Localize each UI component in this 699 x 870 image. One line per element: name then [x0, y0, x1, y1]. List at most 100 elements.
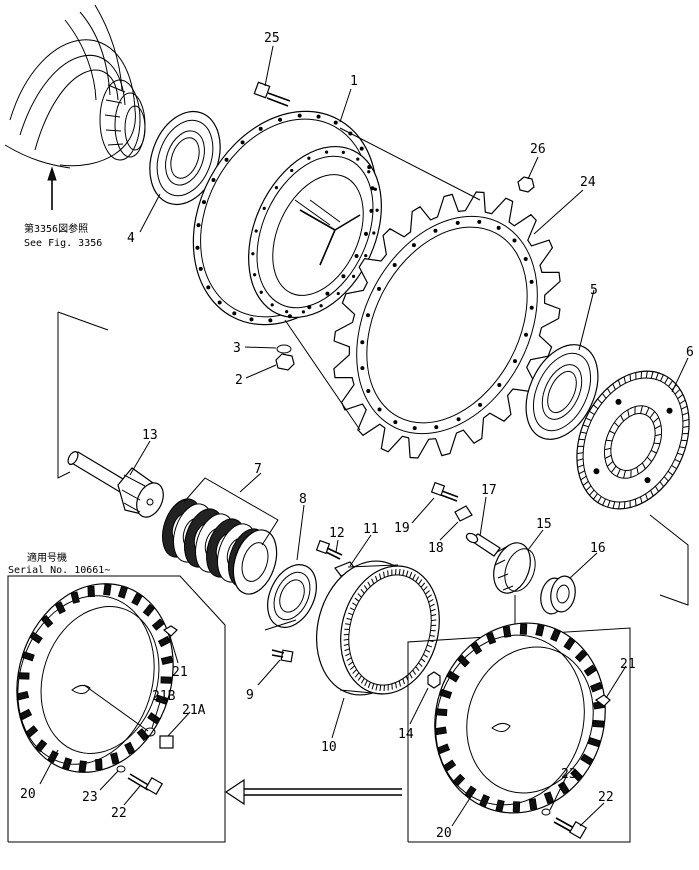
sprocket-hole: [377, 407, 382, 412]
callout-17: 17: [481, 483, 497, 498]
gear-tooth: [623, 376, 627, 384]
gear-tooth: [659, 481, 665, 487]
ring-tooth: [405, 570, 409, 577]
gear-tooth: [576, 458, 584, 462]
hub-inner-hole: [351, 274, 356, 279]
gear-spline: [604, 454, 612, 460]
callout-11: 11: [363, 522, 379, 537]
hub-inner-hole: [274, 185, 279, 190]
bolt-12: [315, 539, 343, 560]
bearing-8: [267, 564, 317, 628]
ring-tooth: [345, 623, 351, 626]
callout-3: 3: [233, 341, 241, 356]
hub-hole: [287, 314, 292, 319]
gear-spline: [640, 405, 643, 414]
carrier-segment: [495, 799, 505, 812]
gear-tooth: [654, 486, 660, 492]
hub-hole: [268, 318, 273, 323]
ring-tooth: [346, 657, 352, 662]
gear-spline: [650, 449, 657, 454]
bolt-9: [271, 649, 294, 663]
ring-tooth: [360, 677, 365, 684]
carrier-segment: [25, 725, 39, 738]
pinion-shaft-13: [67, 451, 164, 518]
callout-21-right: 21: [620, 657, 636, 672]
hub-hole: [370, 186, 375, 191]
callout-7: 7: [254, 462, 262, 477]
gear-tooth: [577, 464, 584, 468]
shaft-13-guide-top: [57, 311, 109, 331]
carrier-segment: [110, 752, 120, 765]
carrier-segment: [54, 601, 66, 615]
shaft-13-guide-left: [57, 312, 71, 479]
callout-2: 2: [235, 373, 243, 388]
gear-tooth: [593, 493, 598, 500]
gear-tooth: [585, 485, 592, 492]
ring-tooth: [357, 593, 362, 598]
bolt-22-right: [553, 817, 588, 840]
carrier-segment: [78, 760, 87, 773]
gear-tooth: [629, 374, 632, 381]
callout-1: 1: [350, 74, 358, 89]
hub-1: [192, 110, 382, 326]
plug-21A: [159, 735, 174, 749]
ring-tooth: [420, 658, 426, 663]
sprocket-guide-lines: [284, 127, 481, 431]
gear-spline: [654, 433, 662, 437]
ring-tooth: [360, 588, 365, 594]
ring-tooth: [412, 573, 416, 580]
carrier-segment: [580, 753, 594, 766]
ring-tooth: [428, 598, 434, 603]
hub-inner-hole: [367, 170, 371, 174]
callout-9: 9: [246, 688, 254, 703]
carrier-segment: [157, 635, 171, 648]
carrier-segment: [103, 583, 112, 596]
gear-spline: [620, 415, 625, 422]
gear-tooth: [664, 377, 669, 384]
ring-tooth: [363, 585, 368, 591]
callout-19: 19: [394, 521, 410, 536]
ring-tooth: [371, 578, 375, 584]
gear-6-leader-bracket: [649, 514, 689, 606]
gear-spline: [623, 470, 626, 479]
carrier-segment: [452, 773, 466, 787]
callout-13: 13: [142, 428, 158, 443]
sprocket-hole: [497, 383, 502, 388]
lock-plate-18: [454, 505, 473, 522]
hub-hole: [367, 165, 372, 170]
sprocket-hole: [496, 225, 501, 230]
hub-inner-hole: [259, 290, 263, 294]
gear-tooth: [650, 490, 654, 497]
ring-tooth: [374, 575, 378, 582]
planet-gear-15: [493, 542, 536, 594]
carrier-segment: [131, 592, 143, 606]
carrier-segment: [535, 624, 545, 637]
ring-tooth: [344, 648, 350, 652]
gear-spline: [652, 417, 660, 424]
callout-24: 24: [580, 175, 596, 190]
hub-bolt-holes: [195, 113, 379, 323]
callout-10: 10: [321, 740, 337, 755]
nut-26: [517, 176, 535, 193]
hub-hole: [195, 245, 200, 250]
gear-tooth: [578, 470, 585, 475]
ring-tooth: [398, 680, 402, 687]
ring-gear-10: [315, 560, 440, 696]
sprocket-hole: [524, 332, 529, 337]
gear-tooth: [677, 394, 684, 400]
carrier-segment: [570, 768, 583, 782]
hub-hole: [297, 113, 302, 118]
hub-inner-hole: [301, 310, 306, 314]
gear-tooth: [612, 383, 616, 390]
sprocket-hole: [529, 279, 534, 284]
end-plate-bore: [241, 542, 269, 582]
ring-tooth: [409, 572, 413, 578]
gear-tooth: [597, 496, 602, 503]
gear-tooth: [634, 499, 637, 506]
carrier-segment: [435, 708, 448, 717]
hub-hole: [325, 291, 330, 296]
gear-bolt-hole: [666, 407, 673, 414]
hub-hole: [316, 114, 321, 119]
ref-note-en: See Fig. 3356: [24, 238, 102, 249]
gear-tooth: [606, 388, 612, 394]
